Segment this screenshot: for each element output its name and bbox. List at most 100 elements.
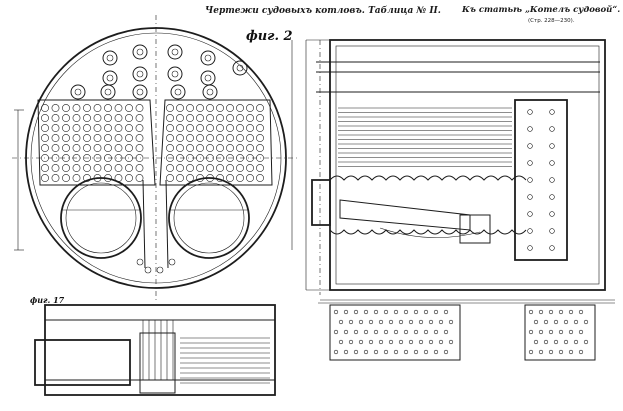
tube-hole [246,124,254,132]
tube-hole [206,154,214,162]
stay-tube [167,66,183,82]
right-furnace [168,177,250,259]
fig17-centre-block [139,332,176,394]
tube-hole [125,114,133,122]
tube-hole [104,144,112,152]
plate-hole [398,319,404,325]
plate-hole [403,349,409,355]
chamber-stay [549,228,555,234]
tube-hole [236,164,244,172]
combustion-chamber-stays [527,109,555,251]
tube-hole [51,104,60,112]
tube-hole [166,104,174,112]
plate-hole [353,349,359,355]
tube-hole [114,164,123,172]
chamber-stay [549,160,555,166]
bridge-arc [379,227,481,238]
tube-hole [256,104,264,112]
plate-hole [533,319,539,325]
plate-hole [433,309,439,315]
plate-hole [548,349,554,355]
stay-tube [232,60,248,76]
tube-hole [114,124,123,132]
tube-hole [135,114,144,122]
tube-hole [186,154,194,162]
tube-hole [236,154,244,162]
plate-hole [573,339,579,345]
tube-hole [216,114,224,122]
plate-hole [363,329,369,335]
tube-hole [176,104,184,112]
plate-hole [438,339,444,345]
lower-stay-rod [165,179,169,269]
tube-hole [176,114,184,122]
tube-hole [114,144,123,152]
tube-hole [246,114,254,122]
plate-hole [443,329,449,335]
plate-hole [568,309,574,315]
tube-hole [236,124,244,132]
tube-hole [51,174,60,182]
tube-hole [166,124,174,132]
plate-hole [388,339,394,345]
plate-hole [333,349,339,355]
fig2-label: фиг. 2 [246,29,293,44]
plate-hole [538,349,544,355]
tube-hole [246,164,254,172]
tube-hole [41,114,49,122]
plate-hole [378,319,384,325]
plate-hole [383,329,389,335]
tube-hole [93,154,102,162]
tube-hole [62,124,70,132]
tube-hole [246,154,254,162]
tube-hole [166,174,174,182]
plate-hole [348,319,354,325]
tube-hole [93,164,102,172]
stay-tube [202,84,218,100]
plate-hole [343,309,349,315]
tube-hole [226,114,234,122]
plate-hole [383,309,389,315]
plate-hole [578,329,584,335]
tube-hole [256,174,264,182]
tube-hole [93,144,102,152]
chamber-stay [549,194,555,200]
plate-hole [408,319,414,325]
tube-hole [236,144,244,152]
tube-hole [114,154,123,162]
tube-hole [256,164,264,172]
tube-hole [135,104,144,112]
tube-hole [135,174,144,182]
stay-tube-core [204,54,212,62]
tube-hole [176,164,184,172]
tube-hole [125,124,133,132]
tube-hole [216,154,224,162]
plate-hole [548,309,554,315]
tube-hole [72,174,81,182]
tube-hole [104,114,112,122]
tube-hole [226,124,234,132]
tube-hole [236,114,244,122]
tube-hole [83,134,91,142]
tube-hole [125,144,133,152]
tube-hole [72,104,81,112]
fig17-label: фиг. 17 [30,295,65,305]
side-tube-bank [338,107,512,167]
plate-hole [573,319,579,325]
chamber-stay [527,109,533,115]
left-furnace-inner [65,182,137,254]
tube-hole [216,124,224,132]
plate-hole [413,349,419,355]
fig17-outer-frame [44,304,276,396]
tube-hole [206,164,214,172]
plate-hole [528,329,534,335]
tube-hole [72,134,81,142]
plate-hole [543,319,549,325]
plate-hole [443,309,449,315]
tube-hole [256,114,264,122]
stay-tube [170,84,186,100]
plate-hole [528,349,534,355]
tube-hole [72,154,81,162]
plate-hole [363,309,369,315]
